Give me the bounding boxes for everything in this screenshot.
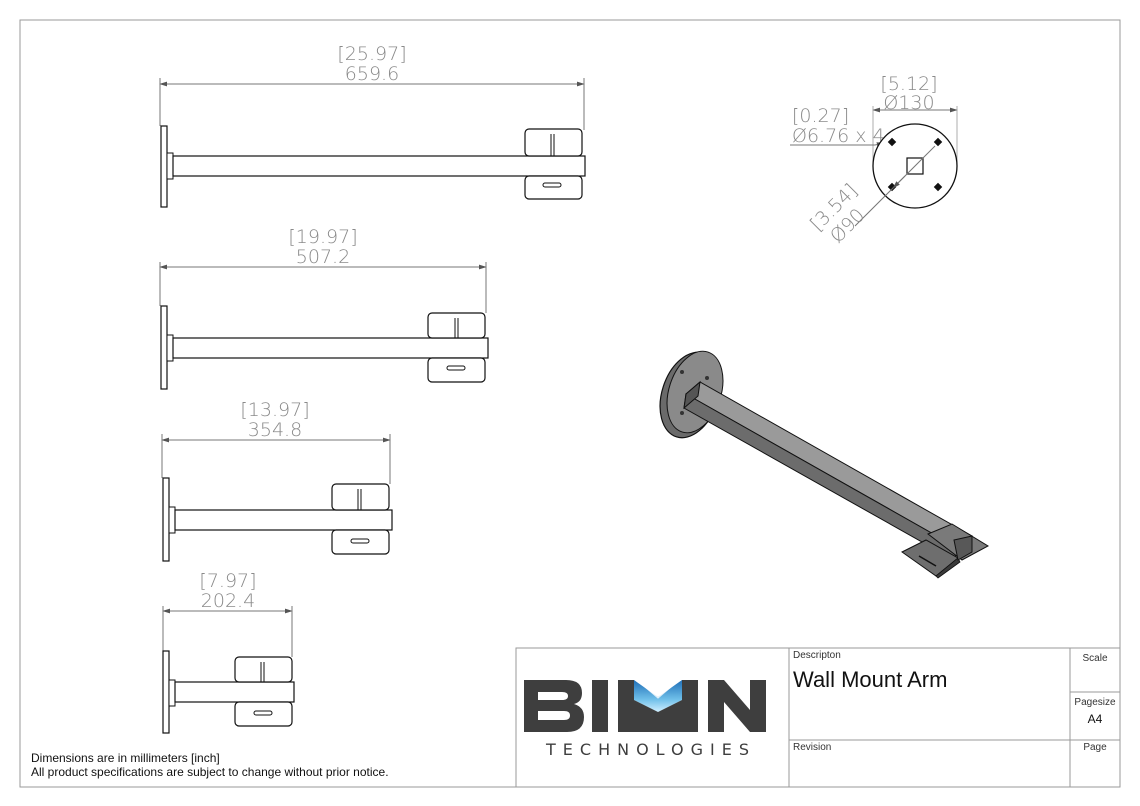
side-view-3: [13.97] 354.8 <box>161 399 393 562</box>
description-value: Wall Mount Arm <box>793 667 947 692</box>
dim-inch-1: [25.97] <box>337 43 406 65</box>
disclaimer-note: All product specifications are subject t… <box>31 765 389 779</box>
dim-mm-1: 659.6 <box>345 63 399 85</box>
side-view-4: [7.97] 202.4 <box>162 570 295 734</box>
logo-subtitle: TECHNOLOGIES <box>545 740 756 759</box>
plate-hole-mm: Ø6.76 x 4 <box>792 125 885 147</box>
units-note: Dimensions are in millimeters [inch] <box>31 751 220 765</box>
plate-front-view: [5.12] Ø130 [0.27] Ø6.76 x 4 [3.54] Ø90 <box>790 73 958 248</box>
plate-hole-inch: [0.27] <box>792 105 849 127</box>
pagesize-label: Pagesize <box>1074 697 1116 708</box>
side-view-1: [25.97] 659.6 <box>159 43 586 208</box>
revision-label: Revision <box>793 742 831 753</box>
scale-label: Scale <box>1082 653 1107 664</box>
page-label: Page <box>1083 742 1107 753</box>
pagesize-value: A4 <box>1088 712 1103 726</box>
description-label: Descripton <box>793 650 841 661</box>
dim-inch-2: [19.97] <box>288 226 357 248</box>
company-logo: TECHNOLOGIES <box>524 680 766 759</box>
plate-outer-mm: Ø130 <box>883 92 934 114</box>
plate-outer-inch: [5.12] <box>880 73 937 95</box>
dim-inch-3: [13.97] <box>240 399 309 421</box>
dim-mm-2: 507.2 <box>296 246 350 268</box>
title-block: TECHNOLOGIES Descripton Wall Mount Arm R… <box>515 647 1121 788</box>
dim-mm-3: 354.8 <box>248 419 302 441</box>
side-view-2: [19.97] 507.2 <box>159 226 489 390</box>
dim-mm-4: 202.4 <box>201 590 255 612</box>
isometric-view <box>659 350 990 579</box>
dim-inch-4: [7.97] <box>199 570 256 592</box>
